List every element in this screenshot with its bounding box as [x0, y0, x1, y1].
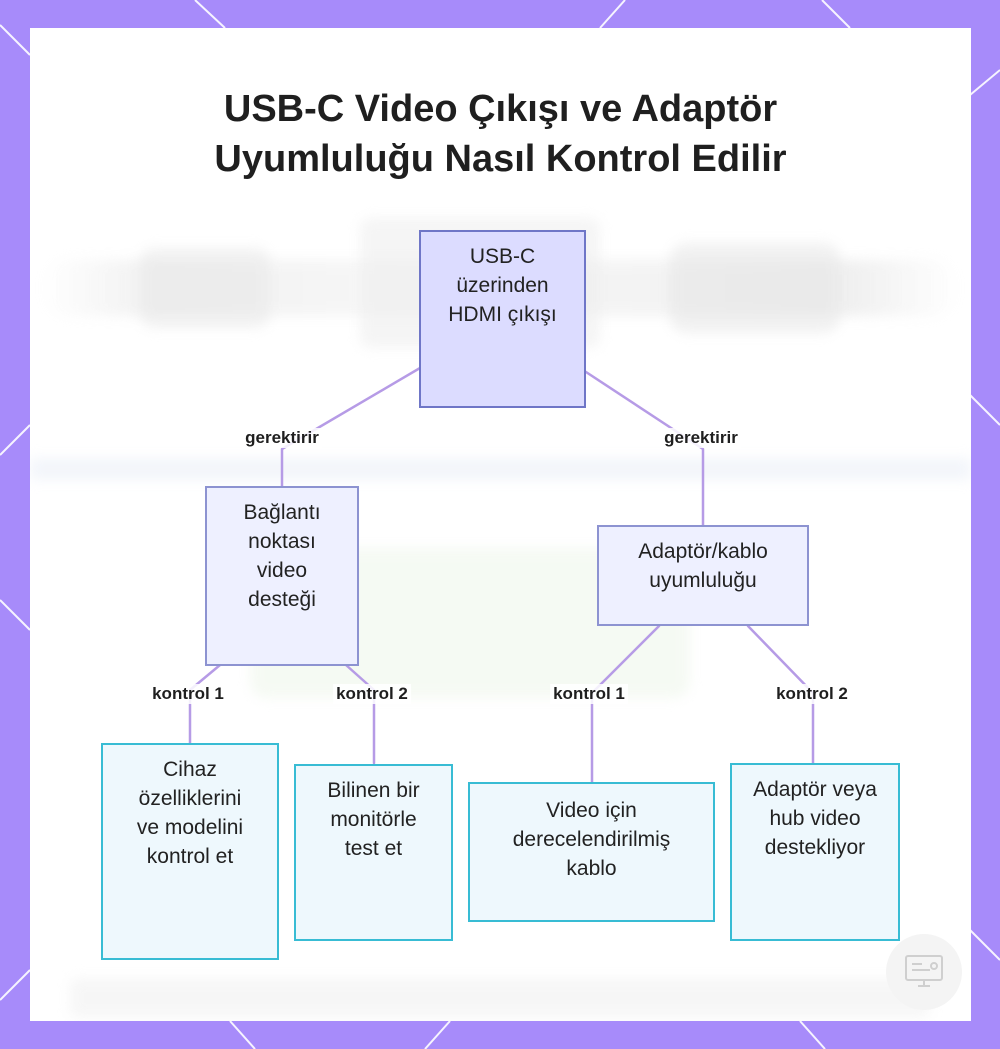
edge-port-monitor: [346, 665, 374, 763]
node-usb-c-hdmi-output: USB-C üzerinden HDMI çıkışı: [419, 230, 586, 408]
node-video-rated-cable-label: Video için derecelendirilmiş kablo: [492, 794, 692, 920]
node-check-device-specs: Cihaz özelliklerini ve modelini kontrol …: [101, 743, 279, 960]
node-check-device-specs-label: Cihaz özelliklerini ve modelini kontrol …: [125, 755, 255, 958]
node-hub-video-support-label: Adaptör veya hub video destekliyor: [750, 775, 880, 939]
edge-label-requires-left: gerektirir: [242, 428, 322, 448]
edge-label-check2-left: kontrol 2: [333, 684, 411, 704]
edge-root-adapter: [586, 372, 703, 526]
monitor-icon: [900, 952, 948, 992]
node-video-rated-cable: Video için derecelendirilmiş kablo: [468, 782, 715, 922]
node-test-known-monitor: Bilinen bir monitörle test et: [294, 764, 453, 941]
node-test-known-monitor-label: Bilinen bir monitörle test et: [314, 776, 434, 939]
edge-label-requires-right: gerektirir: [661, 428, 741, 448]
node-usb-c-hdmi-output-label: USB-C üzerinden HDMI çıkışı: [444, 242, 562, 406]
node-port-video-support: Bağlantı noktası video desteği: [205, 486, 359, 666]
node-adapter-cable-compat: Adaptör/kablo uyumluluğu: [597, 525, 809, 626]
node-adapter-cable-compat-label: Adaptör/kablo uyumluluğu: [613, 537, 793, 624]
edge-adapter-cable: [592, 626, 659, 783]
diagram-card: USB-C Video Çıkışı ve Adaptör Uyumluluğu…: [30, 28, 971, 1021]
node-port-video-support-label: Bağlantı noktası video desteği: [227, 498, 337, 664]
edge-label-check1-left: kontrol 1: [149, 684, 227, 704]
watermark-logo: [886, 934, 962, 1010]
node-hub-video-support: Adaptör veya hub video destekliyor: [730, 763, 900, 941]
edge-port-specs: [190, 665, 220, 743]
edge-label-check2-right: kontrol 2: [773, 684, 851, 704]
edge-label-check1-right: kontrol 1: [550, 684, 628, 704]
